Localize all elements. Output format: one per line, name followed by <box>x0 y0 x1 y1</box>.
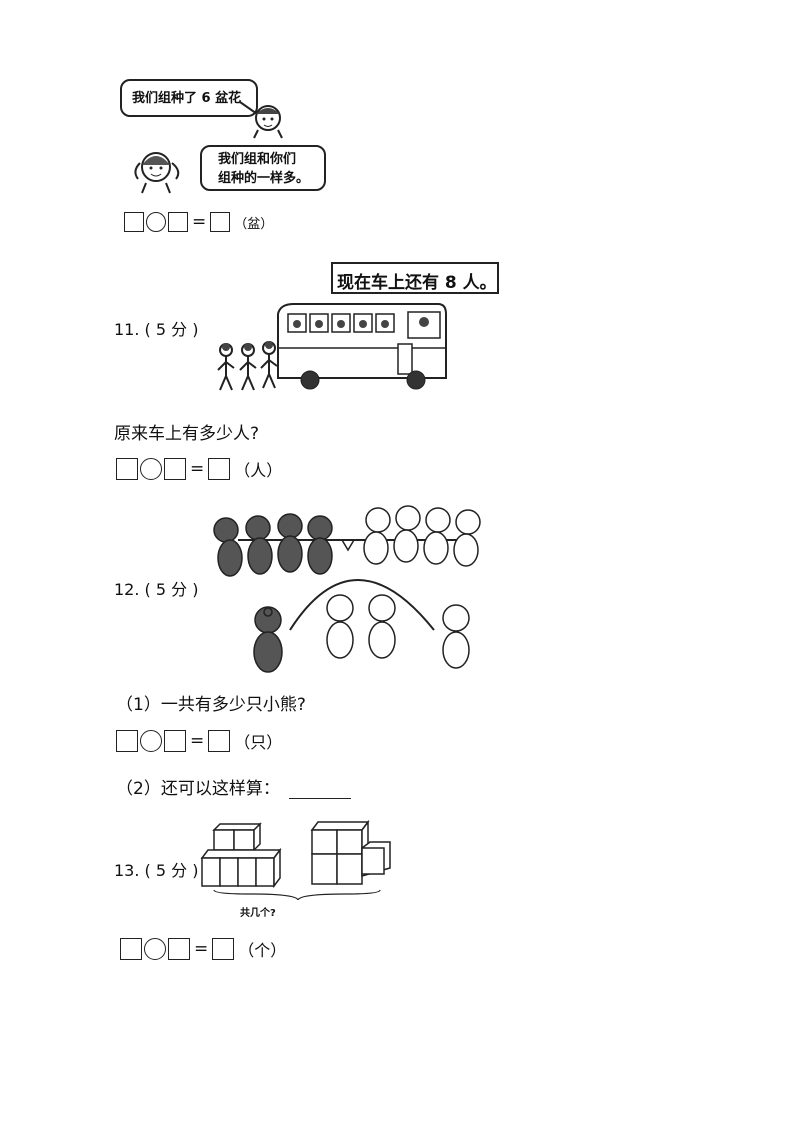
answer-equation-13: = （个） <box>120 937 286 961</box>
answer-box-1[interactable] <box>124 212 144 232</box>
answer-box-result[interactable] <box>208 458 231 480</box>
speech-text: 我们组种了 6 盆花 <box>132 91 242 106</box>
bus-speech-bubble: 现在车上还有 8 人。 <box>331 262 499 294</box>
operator-circle[interactable] <box>140 730 162 752</box>
bears-jump-rope-illustration <box>253 579 470 673</box>
speech-bubble-boy: 我们组种了 6 盆花 <box>120 79 258 117</box>
question-number: 13. <box>114 861 140 880</box>
cube-caption: 共几个? <box>240 908 276 919</box>
answer-box-result[interactable] <box>210 212 231 232</box>
answer-box-2[interactable] <box>164 730 186 752</box>
cube-stacks-illustration <box>200 819 391 900</box>
answer-blank-line[interactable] <box>289 780 352 799</box>
answer-box-2[interactable] <box>168 212 188 232</box>
question-11-label: 11. ( 5 分 ) <box>114 316 198 340</box>
answer-equation-11: = （人） <box>116 457 282 481</box>
question-13-label: 13. ( 5 分 ) <box>114 857 198 881</box>
equal-sign: = <box>194 939 209 959</box>
unit-label: （个） <box>238 941 287 960</box>
speech-text-line2: 组种的一样多。 <box>218 171 310 186</box>
answer-equation-12: = （只） <box>116 729 282 753</box>
answer-equation-10: = （盆） <box>124 212 273 232</box>
unit-label: （盆） <box>234 216 274 232</box>
answer-box-1[interactable] <box>116 458 138 480</box>
question-number: 11. <box>114 320 140 339</box>
equal-sign: = <box>190 731 205 751</box>
answer-box-result[interactable] <box>212 938 235 960</box>
answer-box-2[interactable] <box>164 458 186 480</box>
speech-text: 现在车上还有 8 人。 <box>337 273 497 293</box>
question-score: ( 5 分 ) <box>144 580 199 599</box>
boy-figure <box>239 101 283 139</box>
answer-box-1[interactable] <box>116 730 138 752</box>
question-12-part2: （2）还可以这样算： <box>116 774 352 799</box>
operator-circle[interactable] <box>140 458 162 480</box>
question-12-label: 12. ( 5 分 ) <box>114 576 198 600</box>
question-score: ( 5 分 ) <box>144 320 199 339</box>
question-12-part1-text: （1）一共有多少只小熊? <box>116 695 306 715</box>
speech-text-line1: 我们组和你们 <box>218 152 297 167</box>
question-number: 12. <box>114 580 140 599</box>
answer-box-1[interactable] <box>120 938 142 960</box>
unit-label: （人） <box>234 461 283 480</box>
answer-box-2[interactable] <box>168 938 190 960</box>
equal-sign: = <box>192 212 207 232</box>
answer-box-result[interactable] <box>208 730 231 752</box>
unit-label: （只） <box>234 733 283 752</box>
operator-circle[interactable] <box>144 938 166 960</box>
question-12-part2-text: （2）还可以这样算： <box>116 779 280 799</box>
equal-sign: = <box>190 459 205 479</box>
question-score: ( 5 分 ) <box>144 861 199 880</box>
operator-circle[interactable] <box>146 212 166 232</box>
girl-figure <box>134 152 180 194</box>
bus-scene-illustration <box>217 303 447 391</box>
speech-bubble-girl: 我们组和你们 组种的一样多。 <box>200 145 326 191</box>
bears-tug-of-war-illustration <box>213 505 481 577</box>
question-11-text: 原来车上有多少人? <box>114 424 260 444</box>
